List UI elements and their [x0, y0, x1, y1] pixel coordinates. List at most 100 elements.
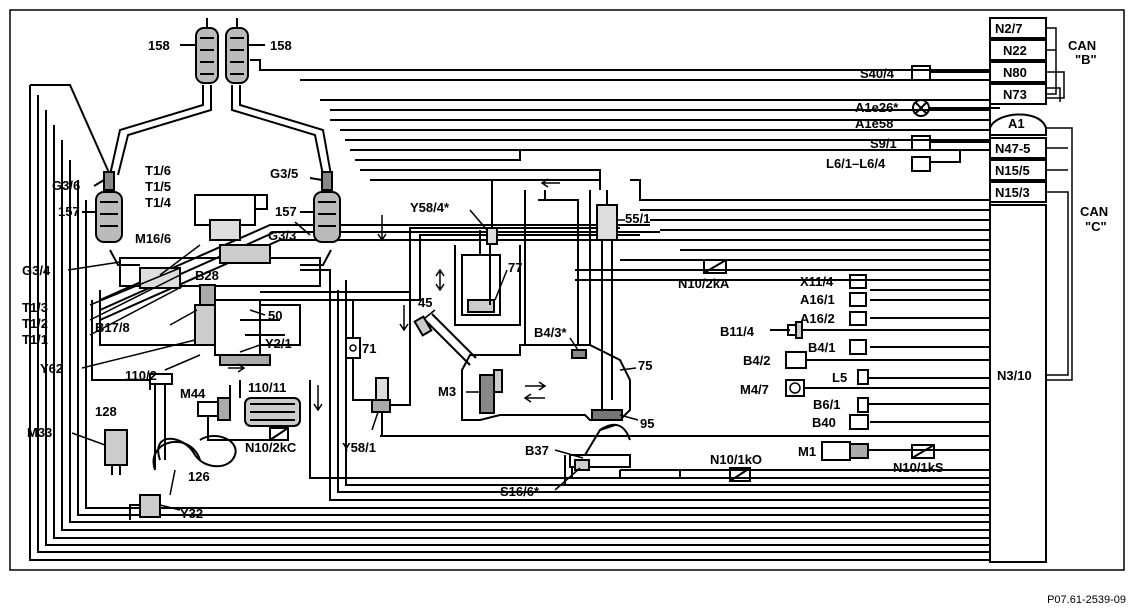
label-77: 77 — [508, 260, 522, 275]
label-x11-4: X11/4 — [800, 274, 834, 289]
pedal-b37 — [569, 454, 631, 468]
label-can-c-1: CAN — [1080, 204, 1108, 219]
label-b17-8: B17/8 — [95, 320, 130, 335]
connector-l5 — [857, 369, 869, 385]
label-128: 128 — [95, 404, 117, 419]
catalyst-158-right — [225, 18, 249, 84]
switch-s40-4 — [911, 65, 931, 81]
label-b11-4: B11/4 — [720, 324, 755, 339]
label-n10-1ko: N10/1kO — [710, 452, 762, 467]
catalyst-158-left — [195, 18, 219, 84]
converter-157-right — [313, 191, 341, 243]
label-m44: M44 — [180, 386, 206, 401]
label-t1-1: T1/1 — [22, 332, 48, 347]
label-a1e58: A1e58 — [855, 116, 893, 131]
label-75: 75 — [638, 358, 652, 373]
label-s40-4: S40/4 — [860, 66, 895, 81]
connector-b40 — [849, 414, 869, 430]
label-can-b-2: "B" — [1075, 52, 1097, 67]
label-n73: N73 — [1003, 87, 1027, 102]
label-b4-1: B4/1 — [808, 340, 835, 355]
label-n10-2ka: N10/2kA — [678, 276, 730, 291]
hose-126 — [157, 435, 237, 468]
label-t1-4: T1/4 — [145, 195, 172, 210]
label-n80: N80 — [1003, 65, 1027, 80]
pump-m33 — [104, 429, 128, 466]
connector-a16-1 — [849, 292, 867, 307]
label-t1-5: T1/5 — [145, 179, 171, 194]
label-b4-3: B4/3* — [534, 325, 567, 340]
label-50: 50 — [268, 308, 282, 323]
label-n15-5: N15/5 — [995, 163, 1030, 178]
label-a16-2: A16/2 — [800, 311, 835, 326]
label-s9-1: S9/1 — [870, 136, 897, 151]
connector-b4-2 — [785, 351, 807, 369]
valve-y58-1 — [375, 377, 389, 401]
filter-55-1 — [596, 204, 618, 241]
cluster-a1 — [989, 113, 1047, 136]
o2-sensor-g36 — [103, 171, 115, 191]
label-m16-6: M16/6 — [135, 231, 171, 246]
sensor-b11-4 — [770, 321, 803, 339]
label-g3-5: G3/5 — [270, 166, 298, 181]
valve-y58-4 — [486, 227, 498, 245]
connector-b6-1 — [857, 397, 869, 413]
connector-x11-4 — [849, 274, 867, 289]
relay-n10-1ks — [911, 444, 935, 459]
component-95 — [591, 409, 623, 421]
label-m4-7: M4/7 — [740, 382, 769, 397]
label-n10-2kc: N10/2kC — [245, 440, 297, 455]
relay-n10-2ka — [703, 259, 727, 274]
label-t1-3: T1/3 — [22, 300, 48, 315]
label-y58-1: Y58/1 — [342, 440, 376, 455]
harness-bundle — [29, 59, 991, 561]
label-t1-6: T1/6 — [145, 163, 171, 178]
switch-s9-1 — [911, 135, 931, 151]
label-n2-7: N2/7 — [995, 21, 1022, 36]
motor-m1 — [821, 441, 851, 461]
label-a1: A1 — [1008, 116, 1025, 131]
label-s16-6: S16/6* — [500, 484, 540, 499]
label-l5: L5 — [832, 370, 847, 385]
module-n3-10 — [989, 204, 1047, 563]
label-b28: B28 — [195, 268, 219, 283]
label-55-1: 55/1 — [625, 211, 650, 226]
component-128 — [149, 373, 173, 385]
relay-n10-1ko — [729, 467, 751, 482]
label-n3-10: N3/10 — [997, 368, 1032, 383]
label-n15-3: N15/3 — [995, 185, 1030, 200]
connector-b4-1 — [849, 339, 867, 355]
label-can-c-2: "C" — [1085, 219, 1107, 234]
label-m33: M33 — [27, 425, 52, 440]
label-l6: L6/1–L6/4 — [826, 156, 886, 171]
label-158-right: 158 — [270, 38, 292, 53]
label-can-b-1: CAN — [1068, 38, 1096, 53]
label-158-left: 158 — [148, 38, 170, 53]
lamp-l6 — [911, 156, 931, 172]
figure-reference: P07.61-2539-09 — [1047, 594, 1126, 606]
sensor-b4-3 — [571, 349, 587, 359]
label-n10-1ks: N10/1kS — [893, 460, 944, 475]
label-110-2: 110/2 — [125, 368, 157, 383]
o2-sensor-g35 — [321, 171, 333, 191]
label-157-right: 157 — [275, 204, 297, 219]
engine-assembly — [91, 194, 331, 390]
label-b40: B40 — [812, 415, 836, 430]
label-y62: Y62 — [40, 361, 63, 376]
label-y2-1: Y2/1 — [265, 336, 292, 351]
diagram-frame — [9, 9, 1125, 571]
label-m1: M1 — [798, 444, 816, 459]
valve-y32 — [139, 494, 161, 518]
label-b6-1: B6/1 — [813, 397, 840, 412]
motor-m4-7 — [785, 379, 805, 397]
label-y58-4: Y58/4* — [410, 200, 450, 215]
diagram-labels: 158 158 G3/6 G3/5 157 157 G3/3 G3/4 T1/6… — [22, 21, 1108, 521]
label-b37: B37 — [525, 443, 549, 458]
label-126: 126 — [188, 469, 210, 484]
label-n22: N22 — [1003, 43, 1027, 58]
leader-lines — [67, 209, 639, 511]
label-m3: M3 — [438, 384, 456, 399]
converter-157-left — [95, 191, 123, 243]
label-t1-2: T1/2 — [22, 316, 48, 331]
connector-a16-2 — [849, 311, 867, 326]
